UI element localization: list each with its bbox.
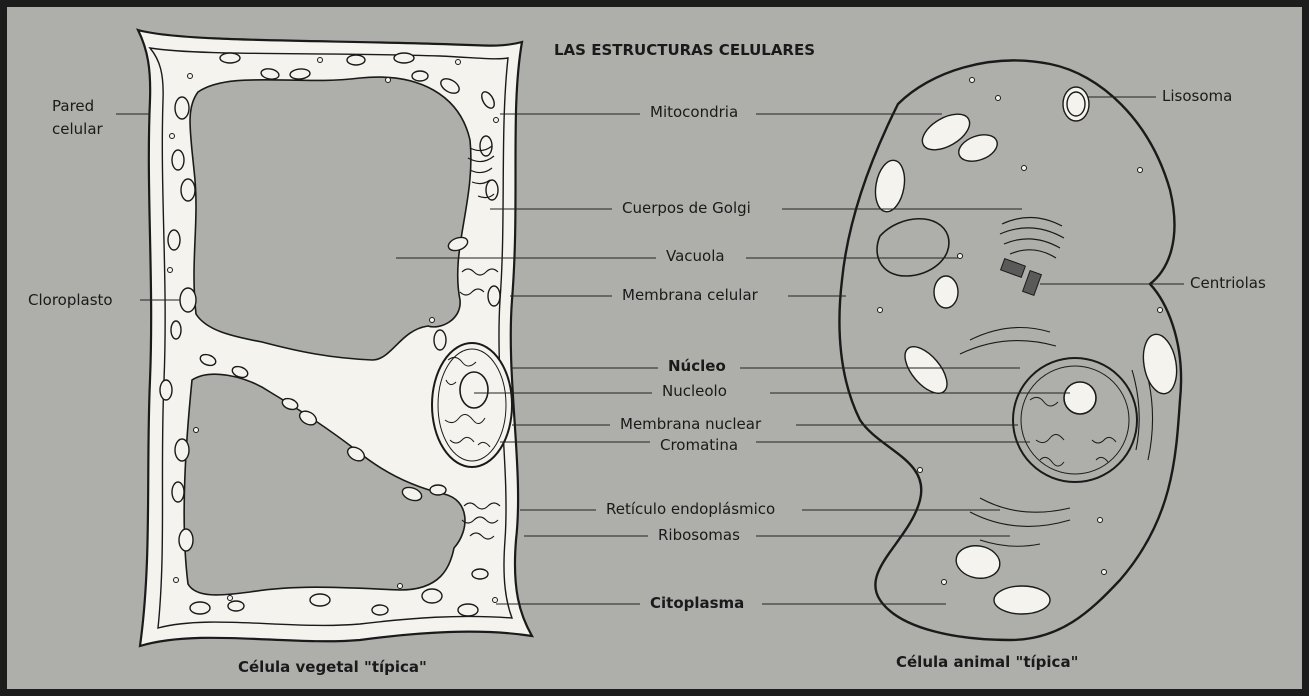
animal-granule-8 (918, 468, 923, 473)
label-vacuola: Vacuola (666, 247, 725, 265)
animal-granule-9 (942, 580, 947, 585)
plant-granule-1 (188, 74, 193, 79)
chloroplast-9 (480, 136, 492, 156)
plant-granule-3 (386, 78, 391, 83)
mitochondrion-7 (994, 586, 1050, 614)
label-reticulo: Retículo endoplásmico (606, 500, 775, 518)
animal-nucleolus (1064, 382, 1096, 414)
plant-granule-9 (228, 596, 233, 601)
chloroplast-35 (372, 605, 388, 615)
plant-cell (138, 30, 532, 646)
label-ribosomas: Ribosomas (658, 526, 740, 544)
chloroplast-6 (412, 71, 428, 81)
label-membrana-celular: Membrana celular (622, 286, 759, 304)
chloroplast-28 (430, 485, 446, 495)
animal-granule-6 (878, 308, 883, 313)
label-golgi: Cuerpos de Golgi (622, 199, 751, 217)
plant-granule-12 (494, 118, 499, 123)
plant-granule-7 (194, 428, 199, 433)
chloroplast-15 (168, 230, 180, 250)
animal-granule-1 (970, 78, 975, 83)
chloroplast-19 (175, 439, 189, 461)
chloroplast-12 (175, 97, 189, 119)
animal-nucleus (1013, 358, 1137, 482)
chloroplast-16 (180, 288, 196, 312)
animal-granule-3 (1138, 168, 1143, 173)
chloroplast-34 (310, 594, 330, 606)
plant-granule-8 (174, 578, 179, 583)
plant-granule-2 (318, 58, 323, 63)
label-mitocondria: Mitocondria (650, 103, 738, 121)
lysosome-2 (934, 276, 958, 308)
chloroplast-33 (228, 601, 244, 611)
diagram-title: LAS ESTRUCTURAS CELULARES (554, 41, 815, 59)
plant-nucleolus (460, 372, 488, 408)
label-membrana-nuclear: Membrana nuclear (620, 415, 762, 433)
label-lisosoma: Lisosoma (1162, 87, 1232, 105)
animal-granule-5 (958, 254, 963, 259)
label-centriolas: Centriolas (1190, 274, 1266, 292)
animal-granule-7 (1158, 308, 1163, 313)
caption-plant-cell: Célula vegetal "típica" (238, 658, 427, 676)
chloroplast-32 (190, 602, 210, 614)
chloroplast-5 (394, 53, 414, 63)
animal-granule-10 (1102, 570, 1107, 575)
animal-cell-membrane (839, 60, 1181, 640)
label-cromatina: Cromatina (660, 436, 738, 454)
chloroplast-13 (172, 150, 184, 170)
plant-granule-4 (456, 60, 461, 65)
animal-cell (839, 60, 1181, 640)
label-pared: Pared (52, 97, 94, 115)
chloroplast-14 (181, 179, 195, 201)
animal-granule-4 (1022, 166, 1027, 171)
caption-animal-cell: Célula animal "típica" (896, 653, 1078, 671)
chloroplast-37 (458, 604, 478, 616)
plant-granule-6 (168, 268, 173, 273)
chloroplast-21 (179, 529, 193, 551)
plant-vacuole-upper (190, 77, 471, 360)
chloroplast-18 (160, 380, 172, 400)
label-nucleolo: Nucleolo (662, 382, 727, 400)
chloroplast-31 (472, 569, 488, 579)
label-citoplasma: Citoplasma (650, 594, 744, 612)
plant-granule-11 (493, 598, 498, 603)
chloroplast-30 (434, 330, 446, 350)
plant-granule-5 (170, 134, 175, 139)
label-cloroplasto: Cloroplasto (28, 291, 113, 309)
animal-granule-2 (996, 96, 1001, 101)
label-nucleo: Núcleo (668, 357, 726, 375)
chloroplast-4 (347, 55, 365, 65)
chloroplast-20 (172, 482, 184, 502)
plant-granule-13 (430, 318, 435, 323)
label-celular: celular (52, 120, 104, 138)
chloroplast-29 (488, 286, 500, 306)
plant-granule-10 (398, 584, 403, 589)
animal-granule-11 (1098, 518, 1103, 523)
chloroplast-36 (422, 589, 442, 603)
chloroplast-1 (220, 53, 240, 63)
chloroplast-17 (171, 321, 181, 339)
